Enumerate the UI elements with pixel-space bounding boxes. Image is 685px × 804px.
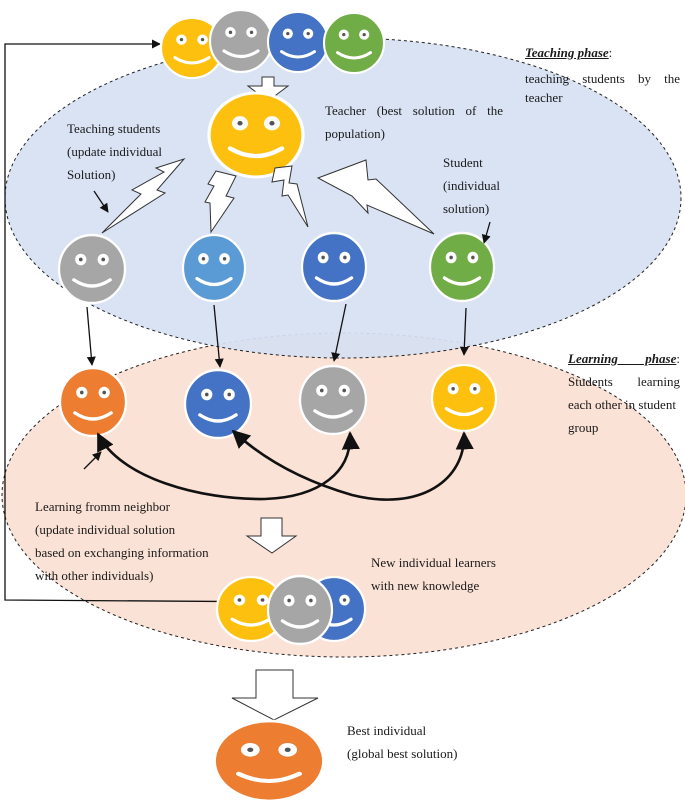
- learning-phase-desc-1: Students learning: [568, 374, 680, 389]
- teacher-label-line-2: population): [325, 126, 385, 141]
- arrow-down-4: [459, 307, 469, 356]
- teaching-students-line-2: (update individual: [67, 144, 162, 159]
- arrow-to-green-student: [481, 221, 491, 244]
- learning-neighbor-line-3: based on exchanging information: [35, 545, 209, 560]
- teacher-smiley: [209, 93, 303, 177]
- best-individual-line-1: Best individual: [347, 723, 427, 738]
- learning-neighbor-label: Learning fromm neighbor (update individu…: [35, 497, 275, 585]
- teacher-label-line-1: Teacher (best solution of the: [325, 103, 503, 118]
- student-label-line-2: (individual: [443, 178, 501, 193]
- teaching-phase-title: Teaching phase: [525, 45, 609, 60]
- learning-phase-title: Learning phase: [568, 351, 677, 366]
- learning-neighbor-line-2: (update individual solution: [35, 522, 176, 537]
- learning-phase-note: Learning phase: Students learning each o…: [568, 349, 680, 437]
- learning-neighbor-line-4: with other individuals): [35, 568, 154, 583]
- new-learners-line-1: New individual learners: [371, 555, 496, 570]
- arrow-to-learning-curve: [83, 451, 102, 470]
- student-blue: [302, 233, 366, 301]
- student-green: [430, 233, 494, 301]
- teaching-students-line-1: Teaching students: [67, 121, 161, 136]
- best-individual-line-2: (global best solution): [347, 746, 458, 761]
- learner-yellow: [432, 365, 496, 431]
- lightning-bolt-2: [204, 170, 237, 234]
- new-learners-label: New individual learners with new knowled…: [371, 553, 541, 595]
- smiley-gray-top: [210, 10, 272, 72]
- teaching-students-line-3: Solution): [67, 167, 116, 182]
- smiley-gray-new: [268, 576, 332, 644]
- lightning-bolt-3: [271, 165, 309, 228]
- feedback-loop-line: [4, 39, 299, 603]
- new-learners-line-2: with new knowledge: [371, 578, 480, 593]
- arrow-to-gray-student: [93, 190, 109, 213]
- new-learners-group: [217, 576, 365, 644]
- best-individual-label: Best individual (global best solution): [347, 721, 517, 763]
- lightning-bolt-4: [316, 159, 435, 235]
- teaching-phase-colon: :: [608, 45, 613, 60]
- arrow-down-2: [213, 304, 224, 368]
- exchange-curve-2: [231, 429, 474, 501]
- teaching-phase-note: Teaching phase: teaching students by the…: [525, 43, 680, 107]
- teaching-students-label: Teaching students (update individual Sol…: [67, 119, 197, 184]
- smiley-green-top: [324, 13, 384, 73]
- student-light-blue: [183, 235, 245, 301]
- teaching-phase-region: [4, 37, 682, 359]
- exchange-curve-1: [96, 431, 360, 501]
- arrow-down-3: [331, 303, 347, 362]
- hollow-arrow-to-new-learners: [245, 517, 298, 554]
- student-gray: [59, 235, 125, 303]
- student-label: Student (individual solution): [443, 153, 533, 218]
- learning-phase-desc-2: each other in student: [568, 397, 676, 412]
- teacher-label: Teacher (best solution of the population…: [325, 101, 503, 143]
- arrow-down-1: [86, 306, 96, 366]
- student-label-line-3: solution): [443, 201, 490, 216]
- smiley-blue-top: [268, 12, 328, 72]
- learning-neighbor-line-1: Learning fromm neighbor: [35, 499, 171, 514]
- learning-phase-colon: :: [676, 351, 680, 366]
- hollow-arrow-to-teacher: [246, 76, 290, 102]
- hollow-arrow-to-best: [231, 669, 319, 721]
- best-individual-smiley: [214, 721, 324, 801]
- learner-orange: [60, 368, 126, 436]
- student-label-line-1: Student: [443, 155, 483, 170]
- teaching-phase-description: teaching students by the teacher: [525, 71, 680, 105]
- learning-phase-desc-3: group: [568, 420, 599, 435]
- learner-blue: [185, 370, 251, 438]
- lightning-bolt-1: [101, 157, 186, 234]
- learner-gray: [300, 366, 366, 434]
